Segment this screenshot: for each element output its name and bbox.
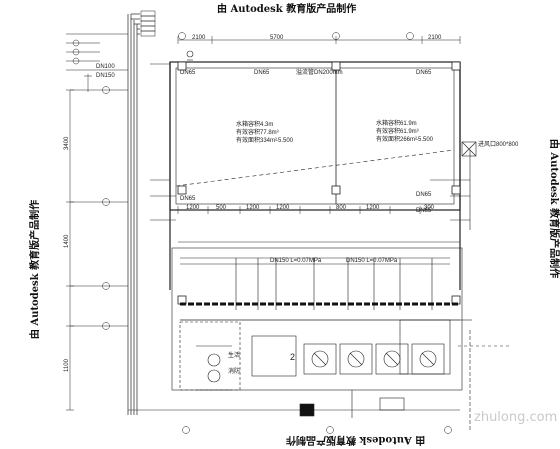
pump-room bbox=[171, 247, 463, 391]
dim-mid-6: 300 bbox=[424, 205, 435, 211]
pump-units bbox=[196, 335, 445, 391]
pipe-label-dn65-c: DN65 bbox=[416, 70, 432, 76]
structural-columns bbox=[177, 61, 461, 305]
dim-mid-3: 1200 bbox=[276, 205, 290, 211]
duct-label: 进风口800*800 bbox=[478, 140, 519, 148]
pipe-label-dn65-a: DN65 bbox=[180, 70, 196, 76]
riser-labels bbox=[140, 10, 156, 37]
tank-right-line2: 有效容积61.9m³ bbox=[376, 127, 419, 135]
pipe-label-dn100: DN100 bbox=[96, 64, 115, 70]
dim-left-lower: 1400 bbox=[64, 234, 70, 248]
tank-left-level: -5.500 bbox=[276, 138, 294, 144]
dim-mid-5: 1200 bbox=[366, 205, 380, 211]
pump-mark: 2 bbox=[290, 352, 295, 362]
top-dimension-line bbox=[177, 36, 461, 44]
pipe-label-dn65-d: DN65 bbox=[180, 196, 196, 202]
tank-left-line1: 水箱容积4.3m bbox=[236, 120, 273, 128]
pipe-label-dn65-b: DN65 bbox=[254, 70, 270, 76]
dim-mid-0: 1200 bbox=[186, 205, 200, 211]
water-tank-outline bbox=[169, 61, 461, 290]
dim-mid-2: 1200 bbox=[246, 205, 260, 211]
inlet-piping bbox=[150, 50, 471, 230]
tank-right-line3: 有效面积266m² bbox=[376, 135, 417, 143]
tank-right-line1: 水箱容积61.9m bbox=[376, 119, 417, 127]
dim-mid-1: 500 bbox=[216, 205, 227, 211]
pump-header-right: DN150 L=0.07MPa bbox=[346, 258, 398, 264]
dim-top-right: 2100 bbox=[428, 35, 442, 41]
grid-axis-bubbles bbox=[102, 32, 452, 434]
pump-header-left: DN150 L=0.07MPa bbox=[270, 258, 322, 264]
tank-right-level: -5.500 bbox=[416, 137, 434, 143]
system-diagram-topleft bbox=[66, 33, 128, 92]
tank-left-line2: 有效容积77.8m³ bbox=[236, 128, 279, 136]
pipe-label-dn150: DN150 bbox=[96, 73, 115, 79]
pipe-label-dn65-f: DN65 bbox=[416, 208, 432, 214]
dim-left-upper: 3400 bbox=[64, 136, 70, 150]
dim-left-bottom: 1100 bbox=[64, 358, 70, 372]
duct-section bbox=[175, 141, 477, 187]
pipe-label-dn65-e: DN65 bbox=[416, 192, 432, 198]
dim-top-total: 5700 bbox=[270, 35, 284, 41]
bottom-piping bbox=[128, 319, 510, 430]
left-dimension-line bbox=[66, 89, 128, 411]
site-watermark: zhulong.com bbox=[474, 410, 558, 425]
dim-top-left: 2100 bbox=[192, 35, 206, 41]
tank-left-line3: 有效面积334m² bbox=[236, 136, 277, 144]
drawing-labels: 5700 2100 2100 DN65 DN65 DN65 溢流管DN200mm… bbox=[96, 35, 519, 375]
pipe-label-overflow: 溢流管DN200mm bbox=[296, 68, 343, 76]
valve-label-a: 生活 bbox=[228, 351, 240, 359]
valve-label-b: 消防 bbox=[228, 367, 240, 375]
watermark-top: 由 Autodesk 教育版产品制作 bbox=[217, 4, 357, 15]
dim-mid-4: 800 bbox=[336, 205, 347, 211]
riser-pipes bbox=[127, 13, 140, 415]
lower-dimension-row bbox=[177, 206, 461, 243]
left-dimension-labels: 3400 1400 1100 bbox=[64, 136, 70, 372]
